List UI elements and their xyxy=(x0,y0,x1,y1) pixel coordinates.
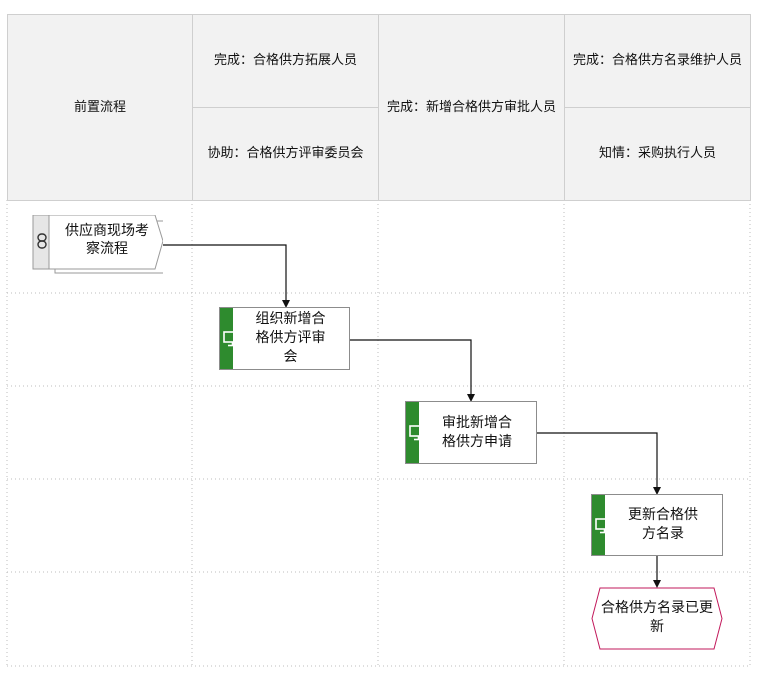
task-update-supplier-list-label: 更新合格供方名录 xyxy=(628,507,698,542)
pre-process-label: 供应商现场考察流程 xyxy=(65,223,149,257)
lane-header-maintenance-bottom-label: 知情：采购执行人员 xyxy=(598,146,716,161)
task-update-supplier-list[interactable]: 更新合格供方名录 xyxy=(591,494,723,556)
connector-task2-to-task3 xyxy=(537,432,661,495)
lane-header-pre-process-label: 前置流程 xyxy=(73,99,126,115)
task-approve-new-supplier[interactable]: 审批新增合格供方申请 xyxy=(405,401,537,464)
lane-header-pre-process: 前置流程 xyxy=(7,14,193,201)
task-strip xyxy=(406,402,419,463)
monitor-icon xyxy=(595,518,614,534)
end-event-label: 合格供方名录已更新 xyxy=(601,600,713,635)
pre-process-node[interactable]: 供应商现场考察流程 xyxy=(31,215,163,277)
lane-header-maintenance-top: 完成：合格供方名录维护人员 xyxy=(564,14,751,108)
lane-header-expansion-top: 完成：合格供方拓展人员 xyxy=(192,14,379,108)
task-strip xyxy=(220,308,233,369)
end-event-node[interactable]: 合格供方名录已更新 xyxy=(591,587,723,650)
lane-header-maintenance-bottom: 知情：采购执行人员 xyxy=(564,107,751,201)
connector-task1-to-task2 xyxy=(350,339,475,402)
link-icon xyxy=(37,233,47,249)
lane-header-approval: 完成：新增合格供方审批人员 xyxy=(378,14,565,201)
task-strip xyxy=(592,495,605,555)
connector-pre-to-task1 xyxy=(163,244,290,308)
lane-header-maintenance-top-label: 完成：合格供方名录维护人员 xyxy=(573,53,743,68)
task-organize-review-meeting[interactable]: 组织新增合格供方评审会 xyxy=(219,307,350,370)
lane-header-expansion-bottom-label: 协助：合格供方评审委员会 xyxy=(207,146,364,161)
lane-header-approval-label: 完成：新增合格供方审批人员 xyxy=(387,99,557,115)
monitor-icon xyxy=(223,331,242,347)
task-organize-review-meeting-label: 组织新增合格供方评审会 xyxy=(255,311,326,365)
lane-header-expansion-top-label: 完成：合格供方拓展人员 xyxy=(213,53,357,68)
task-approve-new-supplier-label: 审批新增合格供方申请 xyxy=(442,414,512,450)
monitor-icon xyxy=(409,425,428,441)
lane-header-expansion-bottom: 协助：合格供方评审委员会 xyxy=(192,107,379,201)
